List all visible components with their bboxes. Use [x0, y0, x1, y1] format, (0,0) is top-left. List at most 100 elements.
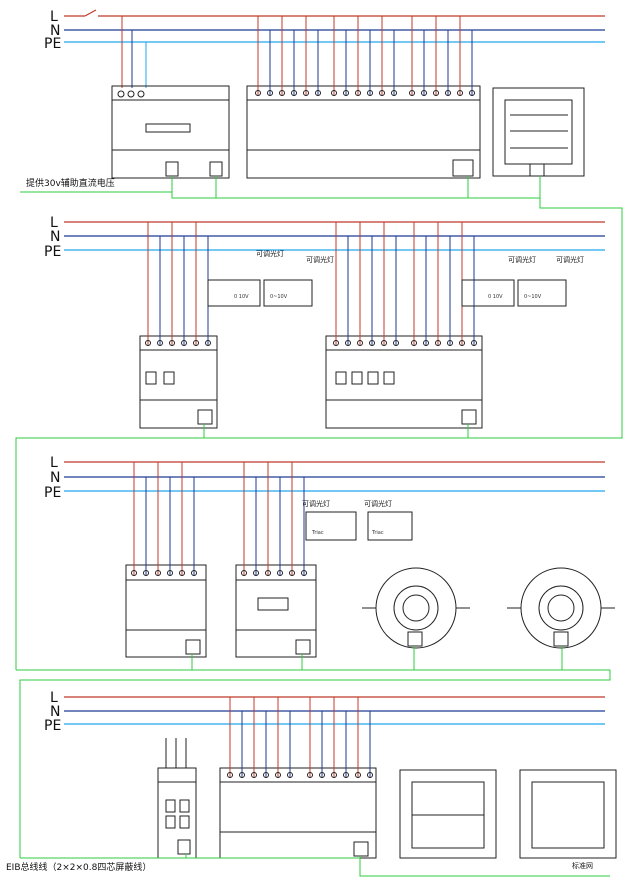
terminal: [345, 340, 351, 346]
terminal: [379, 90, 385, 96]
terminal: [421, 90, 427, 96]
bus-label-l: L: [50, 690, 58, 706]
bus-label-l: L: [50, 9, 58, 25]
terminal: [265, 570, 271, 576]
terminal: [167, 570, 173, 576]
dimmer-module-group-a: 0 10V 0~10V 可调光灯 可调光灯: [207, 249, 334, 307]
bus-label-n: N: [50, 704, 60, 720]
bus-label-pe: PE: [44, 244, 61, 260]
terminal: [435, 340, 441, 346]
push-button-panel-1: [492, 87, 585, 177]
terminal: [263, 772, 269, 778]
signal-label: 0 10V: [488, 294, 503, 300]
downlight-2: [507, 567, 615, 649]
terminal: [205, 340, 211, 346]
terminal: [279, 90, 285, 96]
section-3: L N PE Triac 可调光灯 Triac 可调光灯: [16, 455, 615, 858]
push-button-panel-3: [519, 769, 617, 859]
lamp-label: 可调光灯: [306, 255, 334, 264]
terminal: [381, 340, 387, 346]
terminal: [369, 340, 375, 346]
dimmer-module-group-b: 0 10V 0~10V 可调光灯 可调光灯: [461, 255, 584, 307]
terminal: [267, 90, 273, 96]
bus-label-pe: PE: [44, 718, 61, 734]
terminal: [193, 340, 199, 346]
bus-label-pe: PE: [44, 485, 61, 501]
bus-cable-note: EIB总线线（2×2×0.8四芯屏蔽线）: [6, 861, 151, 873]
terminal: [333, 340, 339, 346]
bus-label-n: N: [50, 470, 60, 486]
terminal: [457, 90, 463, 96]
lamp-label: 可调光灯: [364, 499, 392, 508]
terminal: [307, 772, 313, 778]
lamp-label: 可调光灯: [302, 499, 330, 508]
section-1: L N PE 提供30v辅助直流电压: [20, 9, 605, 199]
bus-label-l: L: [50, 455, 58, 471]
terminal: [469, 90, 475, 96]
terminal: [409, 90, 415, 96]
terminal: [169, 340, 175, 346]
terminal: [251, 772, 257, 778]
module-code: 0~10V: [270, 294, 288, 300]
push-button-panel-2: [399, 769, 497, 859]
switch-actuator-2: [125, 564, 207, 658]
bus-label-l: L: [50, 215, 58, 231]
downlight-1: [362, 567, 470, 649]
module-code: Triac: [311, 530, 324, 536]
lamp-label: 可调光灯: [556, 255, 584, 264]
switch-actuator-1: [246, 85, 481, 179]
small-module: [157, 767, 197, 859]
terminal: [343, 90, 349, 96]
triac-module-b: Triac 可调光灯: [364, 499, 413, 541]
module-code: 0~10V: [524, 294, 542, 300]
terminal: [241, 570, 247, 576]
module-code: Triac: [371, 530, 384, 536]
power-supply: [111, 85, 230, 179]
triac-module-a: Triac 可调光灯: [302, 499, 357, 541]
terminal: [143, 570, 149, 576]
aux-power-note: 提供30v辅助直流电压: [26, 177, 115, 189]
terminal: [291, 90, 297, 96]
terminal: [471, 340, 477, 346]
dimming-actuator-3: [235, 564, 317, 658]
terminal: [343, 772, 349, 778]
bus-label-n: N: [50, 229, 60, 245]
terminal: [191, 570, 197, 576]
terminal: [445, 90, 451, 96]
terminal: [393, 340, 399, 346]
terminal: [289, 570, 295, 576]
switch-actuator-3: [219, 767, 377, 859]
terminal: [253, 570, 259, 576]
terminal: [459, 340, 465, 346]
terminal: [303, 90, 309, 96]
section-4: L N PE EIB总线: [6, 690, 617, 877]
terminal: [447, 340, 453, 346]
terminal: [179, 570, 185, 576]
terminal: [423, 340, 429, 346]
signal-label: 0 10V: [234, 294, 249, 300]
terminal: [287, 772, 293, 778]
terminal: [331, 772, 337, 778]
terminal: [357, 340, 363, 346]
terminal: [367, 772, 373, 778]
terminal: [355, 90, 361, 96]
terminal: [145, 340, 151, 346]
bus-label-n: N: [50, 23, 60, 39]
terminal: [367, 90, 373, 96]
bus-label-pe: PE: [44, 36, 61, 52]
dimming-actuator-2: [325, 335, 483, 429]
dimming-actuator-1: [139, 335, 218, 429]
terminal: [275, 772, 281, 778]
terminal: [239, 772, 245, 778]
terminal: [355, 772, 361, 778]
terminal: [411, 340, 417, 346]
terminal: [155, 570, 161, 576]
terminal: [391, 90, 397, 96]
terminal: [315, 90, 321, 96]
lamp-label: 可调光灯: [256, 249, 284, 258]
section-2: L N PE 0 10V 0~10V 可调光灯: [15, 198, 623, 670]
terminal: [277, 570, 283, 576]
watermark-fragment: 标准网: [572, 861, 593, 870]
terminal: [157, 340, 163, 346]
